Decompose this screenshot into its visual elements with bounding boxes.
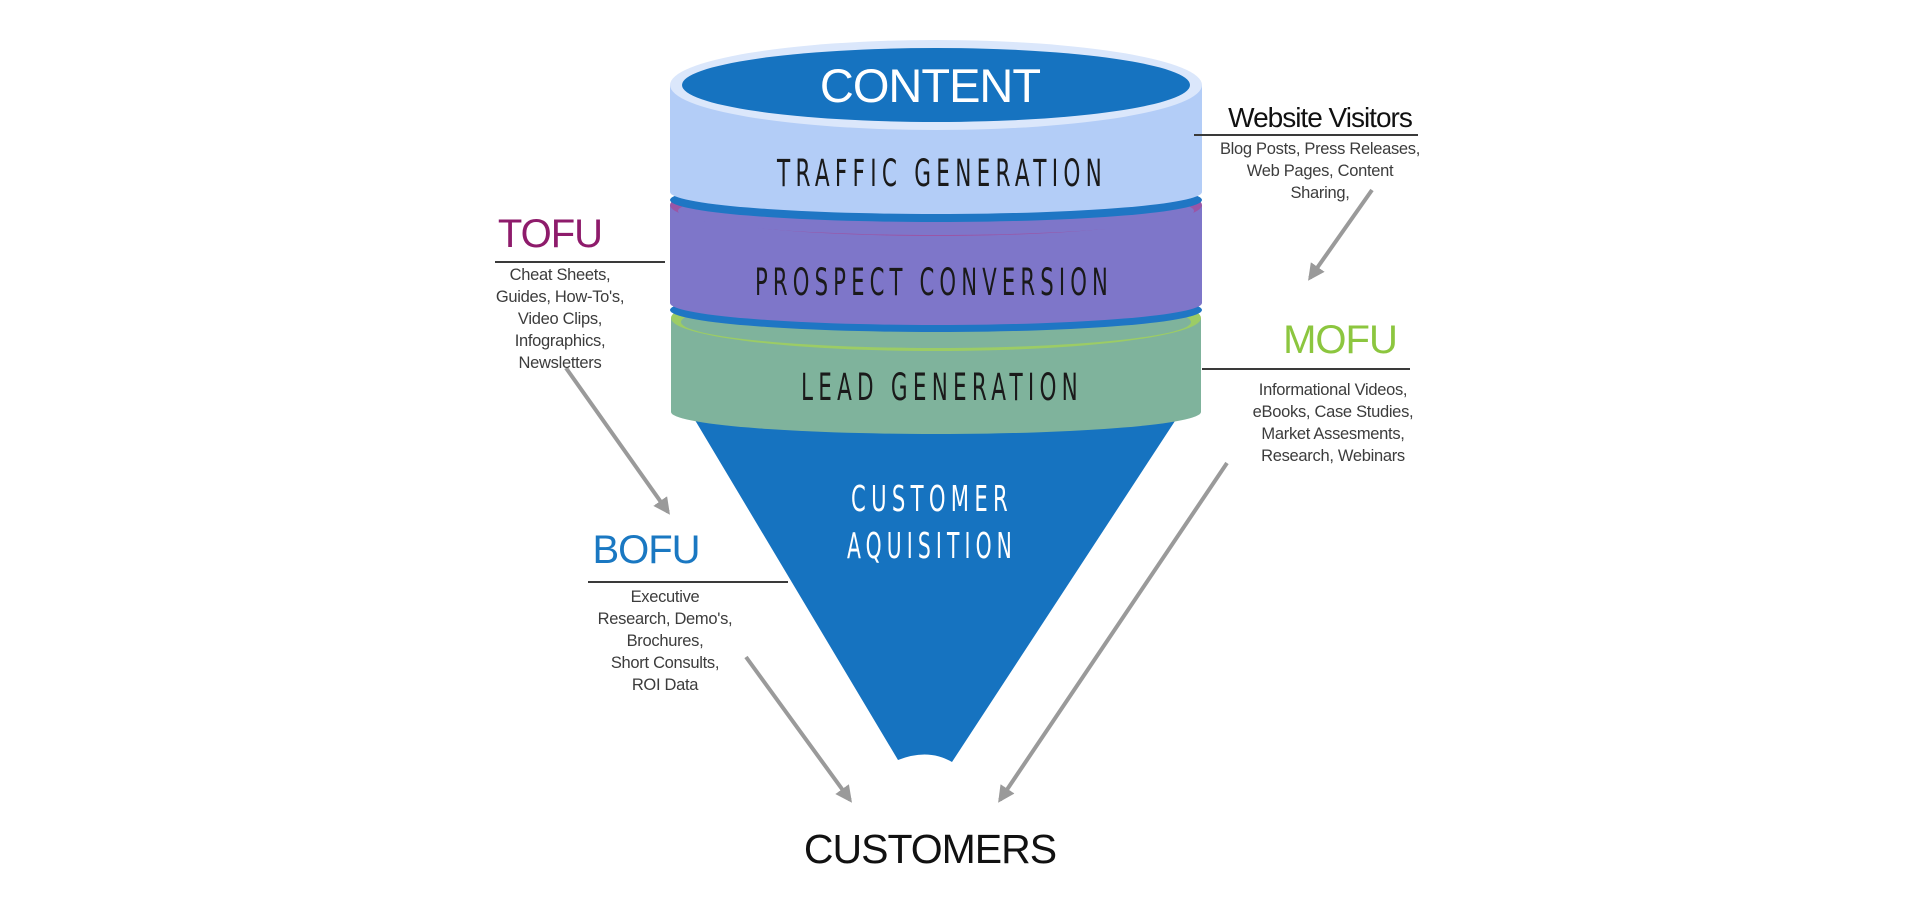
prospect-conversion-label: PROSPECT CONVERSION xyxy=(755,261,1113,304)
aquisition-label: AQUISITION xyxy=(847,526,1017,567)
website-to-mofu-arrow xyxy=(1308,188,1374,281)
description-line: Research, Webinars xyxy=(1261,447,1405,465)
tofu-to-bofu-arrow xyxy=(564,366,670,515)
website-visitors-rule xyxy=(1194,134,1418,136)
customer-acquisition-cone xyxy=(680,395,1192,762)
customers-label: CUSTOMERS xyxy=(803,826,1057,872)
description-line: Executive xyxy=(630,588,700,606)
traffic-generation-band xyxy=(670,40,1202,222)
description-line: Blog Posts, Press Releases, xyxy=(1219,140,1421,158)
mofu-to-customers-arrow xyxy=(998,461,1229,803)
description-line: Cheat Sheets, xyxy=(509,266,611,284)
lead-generation-label: LEAD GENERATION xyxy=(801,366,1083,409)
description-line: Short Consults, xyxy=(610,654,720,672)
mofu-description: Informational Videos, eBooks, Case Studi… xyxy=(1233,379,1433,467)
website-visitors-title: Website Visitors xyxy=(1228,102,1413,133)
tofu-title: TOFU xyxy=(497,212,603,256)
tofu-rule xyxy=(495,261,665,263)
content-label: CONTENT xyxy=(820,59,1040,112)
description-line: ROI Data xyxy=(631,676,699,694)
description-line: Infographics, xyxy=(514,332,606,350)
mofu-title: MOFU xyxy=(1283,318,1398,362)
description-line: Newsletters xyxy=(518,354,602,372)
description-line: Brochures, xyxy=(626,632,704,650)
customer-label: CUSTOMER xyxy=(851,479,1013,520)
bofu-rule xyxy=(588,581,788,583)
description-line: Video Clips, xyxy=(517,310,603,328)
bofu-title: BOFU xyxy=(592,528,700,572)
description-line: eBooks, Case Studies, xyxy=(1252,403,1414,421)
bofu-to-customers-arrow xyxy=(744,655,852,803)
website-visitors-description: Blog Posts, Press Releases, Web Pages, C… xyxy=(1200,138,1440,204)
bofu-description: Executive Research, Demo's, Brochures, S… xyxy=(575,586,755,696)
traffic-generation-label: TRAFFIC GENERATION xyxy=(776,152,1107,195)
mofu-rule xyxy=(1202,368,1410,370)
tofu-description: Cheat Sheets, Guides, How-To's, Video Cl… xyxy=(470,264,650,374)
description-line: Guides, How-To's, xyxy=(495,288,625,306)
description-line: Research, Demo's, xyxy=(597,610,733,628)
description-line: Market Assesments, xyxy=(1261,425,1405,443)
description-line: Web Pages, Content xyxy=(1246,162,1394,180)
description-line: Informational Videos, xyxy=(1258,381,1408,399)
description-line: Sharing, xyxy=(1290,184,1350,202)
